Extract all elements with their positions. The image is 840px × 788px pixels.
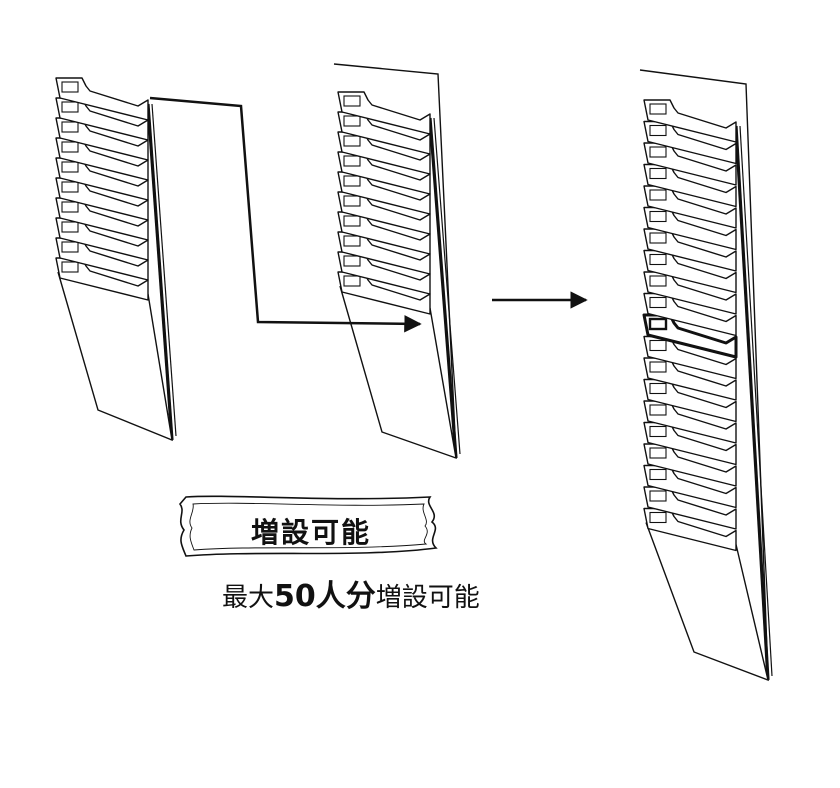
label-window xyxy=(649,189,667,201)
rack-side-edge-inner xyxy=(433,117,461,455)
caption: 最大50人分増設可能 xyxy=(222,571,480,615)
label-window xyxy=(61,181,79,193)
label-window xyxy=(343,95,361,107)
caption-suffix: 増設可能 xyxy=(375,583,480,613)
label-window xyxy=(649,361,667,373)
label-window xyxy=(343,135,361,147)
label-window xyxy=(649,382,667,395)
label-window xyxy=(61,101,79,113)
label-window xyxy=(649,296,667,309)
rack-side-edge-inner xyxy=(739,125,773,677)
connector-arrow xyxy=(149,96,422,333)
rack-front-panel xyxy=(57,271,173,442)
label-window xyxy=(649,253,667,266)
label-window xyxy=(343,195,361,207)
rack-side-edge xyxy=(734,125,770,681)
label-window xyxy=(61,261,79,273)
label-window xyxy=(343,215,361,227)
label-window xyxy=(649,103,667,115)
rack-left xyxy=(55,77,177,442)
pocket xyxy=(55,77,149,121)
label-window xyxy=(61,201,79,213)
rack-side-edge xyxy=(428,117,458,459)
rack-side-edge xyxy=(146,103,174,441)
rack-combined xyxy=(639,69,773,682)
label-window xyxy=(343,155,361,167)
label-window xyxy=(61,141,79,153)
rack-front-panel xyxy=(339,285,457,460)
label-window xyxy=(61,121,79,133)
label-window xyxy=(343,175,361,187)
pocket xyxy=(643,99,737,143)
label-window xyxy=(649,490,667,502)
badge-label: 増設可能 xyxy=(250,516,371,549)
label-window xyxy=(343,115,361,127)
label-window xyxy=(648,317,668,331)
label-window xyxy=(61,221,79,233)
label-window xyxy=(649,146,667,158)
label-window xyxy=(649,425,667,438)
label-window xyxy=(649,124,667,137)
badge-tape xyxy=(178,495,438,557)
label-window xyxy=(343,275,361,287)
label-window xyxy=(649,275,667,287)
label-window xyxy=(343,235,361,247)
label-window xyxy=(61,161,79,173)
badge-tape-inner xyxy=(189,502,428,551)
rack-side-edge-inner xyxy=(151,103,177,437)
label-window xyxy=(649,511,667,524)
label-window xyxy=(649,232,667,244)
label-window xyxy=(649,339,667,352)
rack-middle xyxy=(333,63,461,460)
label-window xyxy=(649,210,667,223)
label-window xyxy=(343,255,361,267)
rack-front-panel xyxy=(645,522,769,682)
label-window xyxy=(649,167,667,180)
label-window xyxy=(61,241,79,253)
caption-prefix: 最大 xyxy=(222,583,275,613)
label-window xyxy=(61,81,79,93)
label-window xyxy=(649,447,667,459)
label-window xyxy=(649,468,667,481)
pocket xyxy=(337,91,431,135)
caption-emphasis: 50人分 xyxy=(274,579,376,614)
label-window xyxy=(649,404,667,416)
